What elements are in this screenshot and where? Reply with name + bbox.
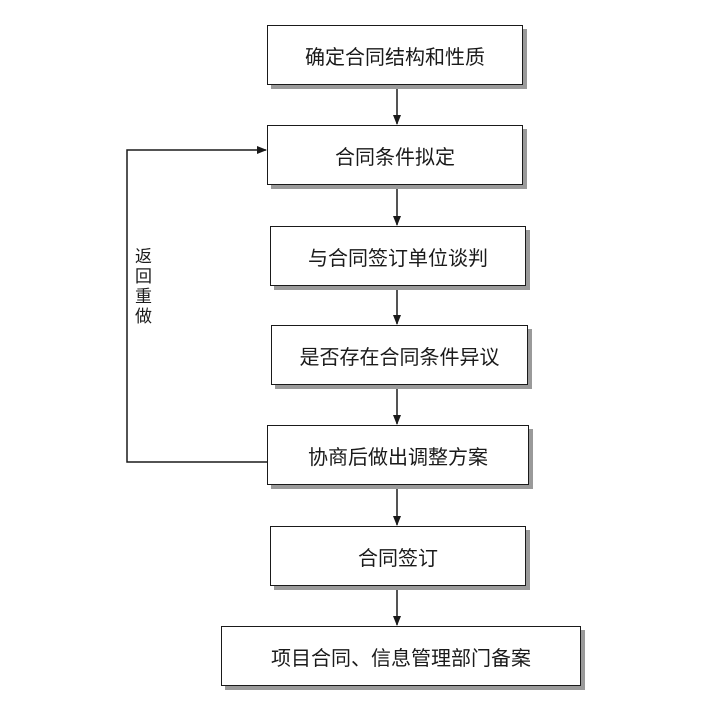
step-label: 确定合同结构和性质 (305, 44, 485, 69)
step-label: 是否存在合同条件异议 (299, 344, 500, 369)
step-file-record: 项目合同、信息管理部门备案 (221, 626, 581, 686)
loop-back-label: 返回重做 (131, 247, 151, 327)
step-label: 合同签订 (358, 545, 438, 570)
step-label: 协商后做出调整方案 (308, 444, 488, 469)
step-confirm-contract-structure: 确定合同结构和性质 (267, 25, 523, 85)
step-sign-contract: 合同签订 (270, 526, 526, 586)
loop-back-connector (126, 146, 267, 463)
step-check-objections: 是否存在合同条件异议 (271, 325, 528, 385)
step-draft-contract-terms: 合同条件拟定 (267, 125, 523, 185)
step-negotiate-with-party: 与合同签订单位谈判 (270, 226, 526, 286)
step-adjust-plan: 协商后做出调整方案 (267, 425, 529, 485)
step-label: 合同条件拟定 (335, 144, 455, 169)
step-label: 项目合同、信息管理部门备案 (271, 645, 531, 670)
step-label: 与合同签订单位谈判 (308, 245, 488, 270)
